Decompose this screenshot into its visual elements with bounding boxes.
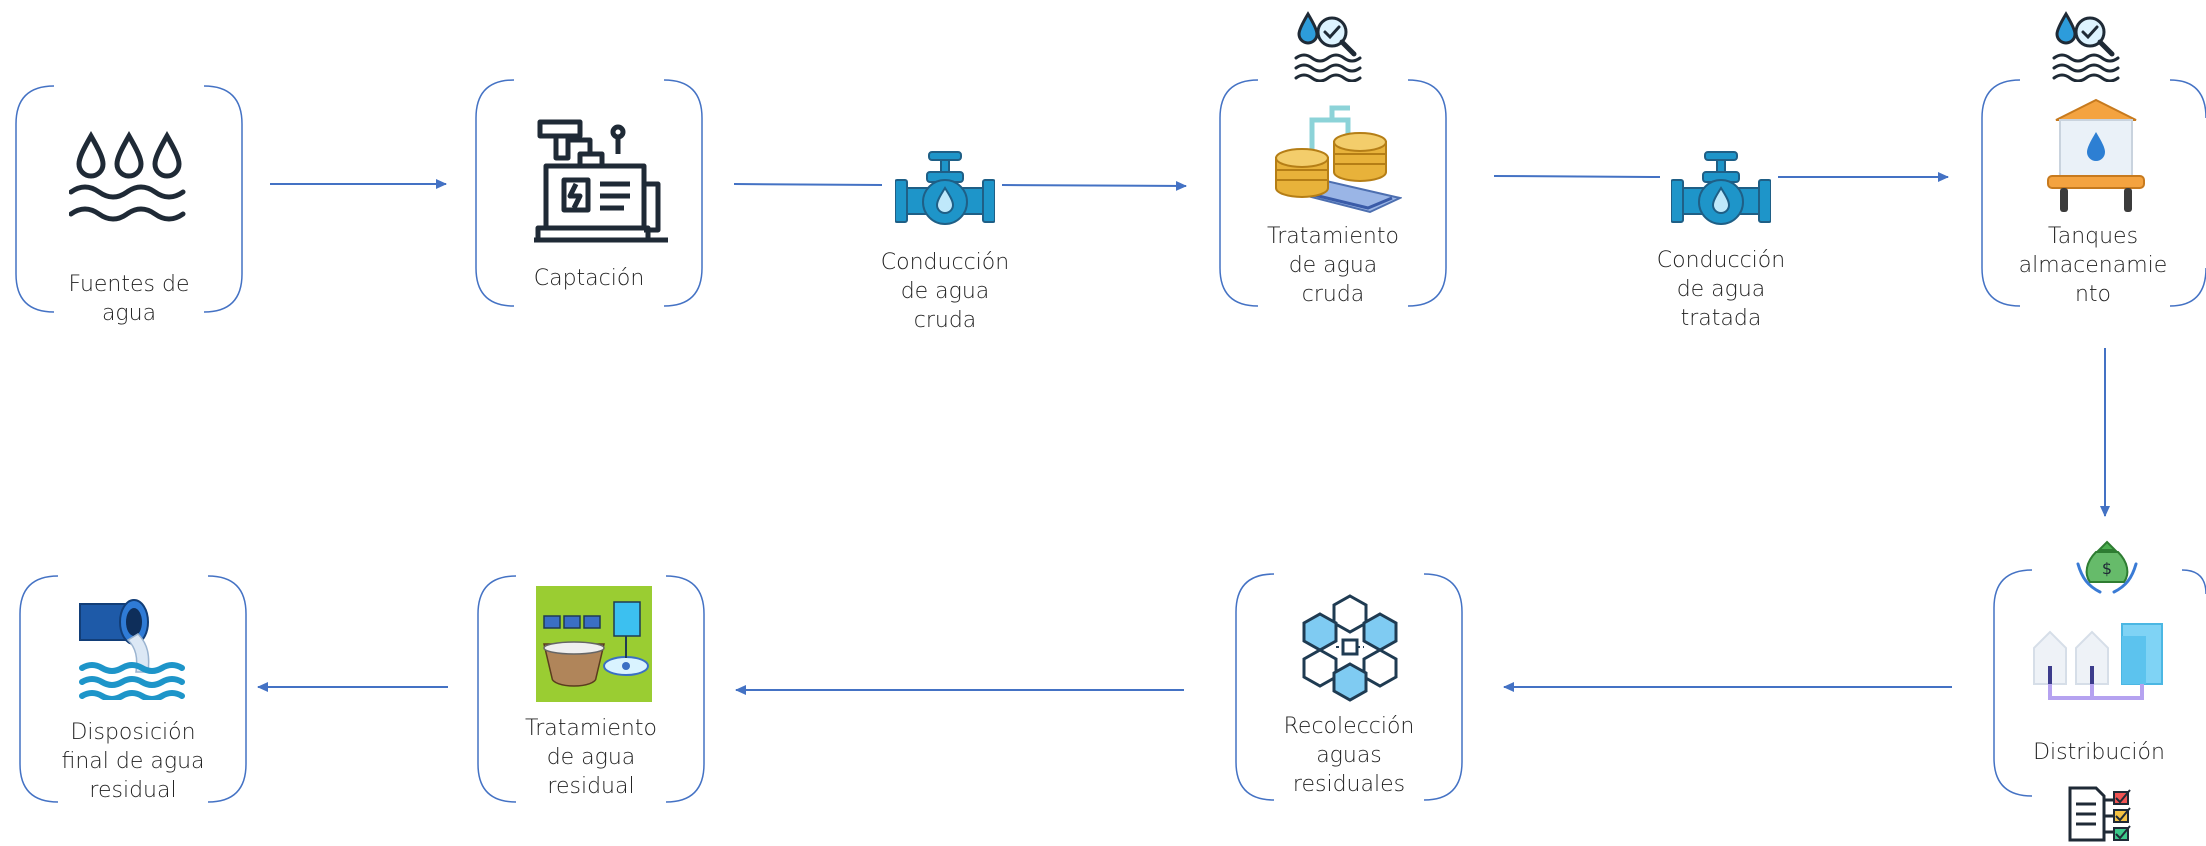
node-label: Conducción de agua tratada <box>1636 246 1806 333</box>
node-tratamiento-agua-residual: Tratamiento de agua residual <box>476 574 706 804</box>
label-line: almacenamie <box>2018 253 2168 278</box>
node-frame <box>475 79 703 307</box>
treatment-plant-icon <box>1275 105 1402 214</box>
node-conduccion-agua-cruda: Conducción de agua cruda <box>860 140 1030 340</box>
node-label: Recolección aguas residuales <box>1234 712 1464 799</box>
label-line: cruda <box>1301 282 1365 307</box>
node-frame <box>1981 79 2206 307</box>
label-line: Disposición <box>70 720 196 745</box>
label-line: nto <box>2074 282 2112 307</box>
label-line: de agua <box>900 279 990 304</box>
water-drops-icon <box>69 130 186 222</box>
arrow-captacion-to-valve1 <box>733 183 883 186</box>
label-line: de agua <box>1676 277 1766 302</box>
label-line: aguas <box>1316 743 1382 768</box>
label-line: Tanques <box>2047 224 2139 249</box>
label-line: final de agua <box>61 749 205 774</box>
water-quality-inspection-icon <box>2052 11 2120 82</box>
node-label: Tratamiento de agua cruda <box>1218 222 1448 309</box>
pump-engine-icon <box>534 119 668 243</box>
node-frame <box>19 575 247 803</box>
node-label: Conducción de agua cruda <box>860 248 1030 335</box>
node-frame <box>477 575 705 803</box>
node-label: Tratamiento de agua residual <box>476 714 706 801</box>
wastewater-plant-icon <box>536 586 652 702</box>
label-line: residual <box>89 778 177 803</box>
water-quality-inspection-icon <box>1294 11 1362 82</box>
node-conduccion-agua-tratada: Conducción de agua tratada <box>1636 140 1806 340</box>
node-fuentes-de-agua: Fuentes de agua <box>14 84 244 326</box>
node-label: Fuentes de agua <box>14 270 244 328</box>
label-line: Tratamiento <box>1267 224 1399 249</box>
node-label: Distribución <box>1992 738 2206 767</box>
water-tower-icon <box>2047 98 2145 212</box>
node-distribucion: Distribución <box>1992 568 2206 798</box>
node-label: Disposición final de agua residual <box>18 718 248 805</box>
label-line: Fuentes de <box>68 272 190 297</box>
label-line: Conducción <box>1656 248 1786 273</box>
node-disposicion-final-agua-residual: Disposición final de agua residual <box>18 574 248 804</box>
discharge-pipe-icon <box>79 599 185 700</box>
label-line: Captación <box>533 266 645 291</box>
label-line: de agua <box>1288 253 1378 278</box>
label-line: Recolección <box>1283 714 1415 739</box>
node-frame <box>1235 573 1463 801</box>
label-line: residuales <box>1292 772 1406 797</box>
node-label: Tanques almacenamie nto <box>1980 222 2206 309</box>
node-captacion: Captación <box>474 78 704 308</box>
node-frame <box>15 85 243 313</box>
valve-icon <box>1671 151 1771 225</box>
label-line: Tratamiento <box>525 716 657 741</box>
label-line: tratada <box>1680 306 1762 331</box>
svg-text:$: $ <box>2102 559 2112 578</box>
label-line: cruda <box>913 308 977 333</box>
arrow-tratamiento-to-valve2 <box>1493 175 1661 178</box>
node-recoleccion-aguas-residuales: Recolección aguas residuales <box>1234 572 1464 802</box>
node-frame <box>1219 79 1447 307</box>
hexagon-network-icon <box>1302 594 1398 702</box>
label-line: de agua <box>546 745 636 770</box>
money-bag-hands-icon: $ <box>2076 540 2138 594</box>
valve-icon <box>895 151 995 225</box>
checklist-icon <box>2068 786 2131 842</box>
arrow-valve1-to-tratamiento <box>1001 180 1187 191</box>
label-line: Conducción <box>880 250 1010 275</box>
node-tanques-almacenamiento: Tanques almacenamie nto <box>1980 78 2206 308</box>
distribution-network-icon <box>2033 623 2163 700</box>
label-line: Distribución <box>2033 740 2165 765</box>
node-tratamiento-agua-cruda: Tratamiento de agua cruda <box>1218 78 1448 308</box>
node-label: Captación <box>474 264 704 293</box>
label-line: agua <box>101 301 157 326</box>
label-line: residual <box>547 774 635 799</box>
